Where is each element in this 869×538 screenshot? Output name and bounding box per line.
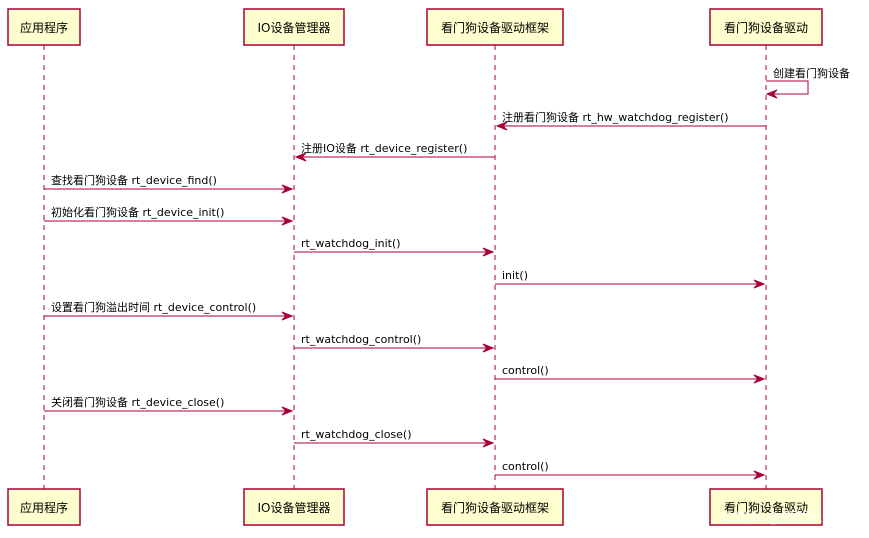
message-label: rt_watchdog_init() xyxy=(301,237,401,250)
participant-label: 应用程序 xyxy=(20,20,68,35)
message-arrow: 设置看门狗溢出时间 rt_device_control() xyxy=(44,300,294,321)
message-arrow: rt_watchdog_init() xyxy=(294,237,495,257)
message-arrow: 查找看门狗设备 rt_device_find() xyxy=(44,173,294,194)
watermark-text: CSDN @悠然乐致 xyxy=(722,509,836,526)
message-arrow: 注册IO设备 rt_device_register() xyxy=(294,141,495,162)
participant-label: 应用程序 xyxy=(20,500,68,515)
message-arrow: control() xyxy=(495,460,766,480)
message-label: 创建看门狗设备 xyxy=(773,66,850,80)
message-arrow: init() xyxy=(495,269,766,289)
participant-box-io-top: IO设备管理器 xyxy=(243,8,345,46)
message-arrow: 注册看门狗设备 rt_hw_watchdog_register() xyxy=(495,110,766,131)
participant-label: IO设备管理器 xyxy=(258,500,331,515)
message-arrow: rt_watchdog_control() xyxy=(294,333,495,353)
participant-box-fw-top: 看门狗设备驱动框架 xyxy=(426,8,564,46)
message-arrow: 关闭看门狗设备 rt_device_close() xyxy=(44,395,294,416)
participant-label: IO设备管理器 xyxy=(258,20,331,35)
participant-box-app-bottom: 应用程序 xyxy=(7,488,81,526)
message-label: 注册看门狗设备 rt_hw_watchdog_register() xyxy=(502,110,729,124)
participant-label: 看门狗设备驱动框架 xyxy=(441,500,549,515)
participant-box-app-top: 应用程序 xyxy=(7,8,81,46)
message-label: rt_watchdog_close() xyxy=(301,428,412,441)
message-arrow: 初始化看门狗设备 rt_device_init() xyxy=(44,205,294,226)
participant-box-fw-bottom: 看门狗设备驱动框架 xyxy=(426,488,564,526)
participant-label: 看门狗设备驱动框架 xyxy=(441,20,549,35)
message-label: 注册IO设备 rt_device_register() xyxy=(301,141,467,155)
message-label: rt_watchdog_control() xyxy=(301,333,421,346)
message-arrow: rt_watchdog_close() xyxy=(294,428,495,448)
message-label: 查找看门狗设备 rt_device_find() xyxy=(51,173,217,187)
message-label: 初始化看门狗设备 rt_device_init() xyxy=(51,205,224,219)
message-arrow: 创建看门狗设备 xyxy=(765,66,850,99)
participant-box-io-bottom: IO设备管理器 xyxy=(243,488,345,526)
message-label: init() xyxy=(502,269,528,282)
participant-label: 看门狗设备驱动 xyxy=(724,20,808,35)
message-label: control() xyxy=(502,364,549,377)
message-label: 关闭看门狗设备 rt_device_close() xyxy=(51,395,224,409)
participant-box-drv-top: 看门狗设备驱动 xyxy=(709,8,823,46)
participant-box-drv-bottom: 看门狗设备驱动 xyxy=(709,488,823,526)
participant-label: 看门狗设备驱动 xyxy=(724,500,808,515)
message-arrow: control() xyxy=(495,364,766,384)
message-label: control() xyxy=(502,460,549,473)
message-label: 设置看门狗溢出时间 rt_device_control() xyxy=(51,300,256,314)
